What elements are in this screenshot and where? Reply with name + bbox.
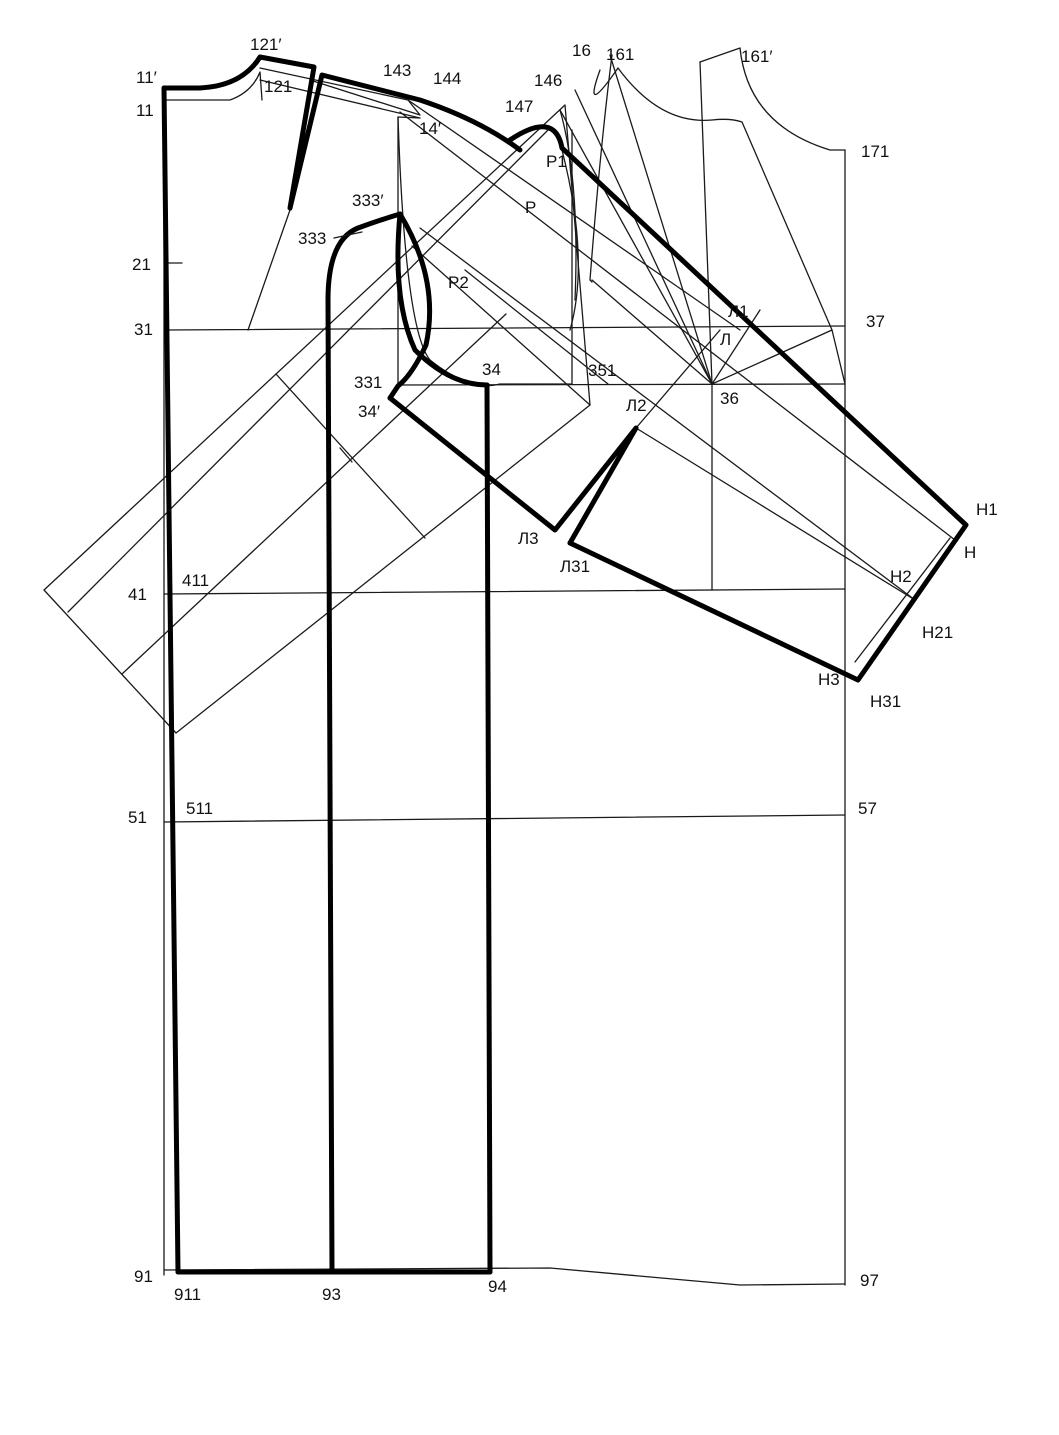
label-H1: H1 bbox=[976, 500, 998, 519]
back-sleeve-line-5 bbox=[339, 447, 353, 463]
line-51 bbox=[163, 814, 846, 823]
label-51: 51 bbox=[128, 808, 147, 827]
back-shoulder-thin bbox=[259, 67, 421, 116]
label-H2: H2 bbox=[890, 567, 912, 586]
label-511: 511 bbox=[186, 799, 213, 818]
sleeve-diag-4 bbox=[464, 269, 609, 385]
label-161: 161 bbox=[606, 45, 634, 64]
back-sleeve-line-1 bbox=[67, 129, 549, 613]
label-143: 143 bbox=[383, 61, 411, 80]
sleeve-L-line-2 bbox=[635, 329, 721, 429]
label-94: 94 bbox=[488, 1277, 507, 1296]
label-P1: P1 bbox=[546, 152, 567, 171]
back-side-panel-right bbox=[484, 382, 493, 1275]
label-21: 21 bbox=[132, 255, 151, 274]
label-34: 34 bbox=[482, 360, 501, 379]
label-57: 57 bbox=[858, 799, 877, 818]
label-16: 16 bbox=[572, 41, 591, 60]
back-sleeve-line-3 bbox=[275, 373, 426, 539]
dart-ray-2 bbox=[574, 89, 713, 385]
front-neck-inner bbox=[617, 67, 833, 331]
back-piece-outline bbox=[161, 54, 523, 211]
label-34p: 34′ bbox=[358, 402, 380, 421]
back-sleeve-line-2 bbox=[121, 313, 507, 675]
label-911: 911 bbox=[174, 1285, 201, 1304]
label-H31: H31 bbox=[870, 692, 901, 711]
back-armhole-block bbox=[247, 209, 291, 331]
label-L: Л bbox=[720, 330, 731, 349]
final-pattern-lines bbox=[161, 54, 969, 1275]
label-41: 41 bbox=[128, 585, 147, 604]
label-161p: 161′ bbox=[741, 47, 773, 66]
label-97: 97 bbox=[860, 1271, 879, 1290]
back-center-bold bbox=[161, 85, 181, 1275]
dart-ray-5 bbox=[711, 329, 846, 385]
line-41 bbox=[163, 588, 846, 595]
label-93: 93 bbox=[322, 1285, 341, 1304]
label-331: 331 bbox=[354, 373, 382, 392]
label-H3: H3 bbox=[818, 670, 840, 689]
front-shoulder-line bbox=[699, 61, 713, 385]
back-neck-curve bbox=[163, 71, 263, 101]
sleeve-hem-thin bbox=[854, 537, 951, 663]
front-armhole-thin-2 bbox=[559, 109, 577, 301]
label-H: H bbox=[964, 543, 976, 562]
label-411: 411 bbox=[182, 571, 209, 590]
front-armhole-thin-3 bbox=[593, 67, 619, 96]
label-146: 146 bbox=[534, 71, 562, 90]
dart-ray-3 bbox=[559, 109, 713, 385]
back-sleeve-line-4 bbox=[411, 245, 591, 406]
label-144: 144 bbox=[433, 69, 461, 88]
label-14p: 14′ bbox=[419, 119, 441, 138]
hem-thin bbox=[163, 1267, 846, 1286]
label-P: P bbox=[525, 198, 536, 217]
sleeve-diag-3 bbox=[419, 227, 916, 601]
sleeve-L2-line bbox=[635, 427, 916, 601]
label-91: 91 bbox=[134, 1267, 153, 1286]
point-labels: 11′ 11 121′ 121 143 144 16 161 161′ 146 … bbox=[128, 35, 998, 1304]
back-side-panel-left bbox=[325, 211, 403, 1275]
construction-lines bbox=[43, 47, 956, 1286]
label-36: 36 bbox=[720, 389, 739, 408]
sleeve-diag-2 bbox=[399, 111, 956, 541]
dart-ray-4 bbox=[591, 279, 713, 385]
front-neck-curve bbox=[699, 47, 846, 151]
label-121p: 121′ bbox=[250, 35, 282, 54]
label-11: 11 bbox=[136, 101, 154, 120]
label-31: 31 bbox=[134, 320, 153, 339]
label-L3: Л3 bbox=[518, 529, 539, 548]
label-333p: 333′ bbox=[352, 191, 384, 210]
label-351: 351 bbox=[588, 361, 616, 380]
label-171: 171 bbox=[861, 142, 889, 161]
armhole-bold bbox=[395, 211, 490, 388]
leader-333 bbox=[333, 231, 363, 239]
label-H21: H21 bbox=[922, 623, 953, 642]
label-11p: 11′ bbox=[136, 68, 157, 87]
label-L2: Л2 bbox=[626, 396, 647, 415]
front-armhole-thin bbox=[589, 54, 613, 283]
label-333: 333 bbox=[298, 229, 326, 248]
label-L1: Л1 bbox=[728, 302, 749, 321]
front-raglan bbox=[507, 124, 969, 683]
armhole-bold-2 bbox=[387, 211, 433, 401]
label-37: 37 bbox=[866, 312, 885, 331]
sleeve-underarm bbox=[387, 395, 639, 546]
label-P2: P2 bbox=[448, 273, 469, 292]
label-L31: Л31 bbox=[560, 557, 590, 576]
dart-ray-1 bbox=[609, 54, 713, 385]
label-147: 147 bbox=[505, 97, 533, 116]
label-121: 121 bbox=[264, 77, 292, 96]
